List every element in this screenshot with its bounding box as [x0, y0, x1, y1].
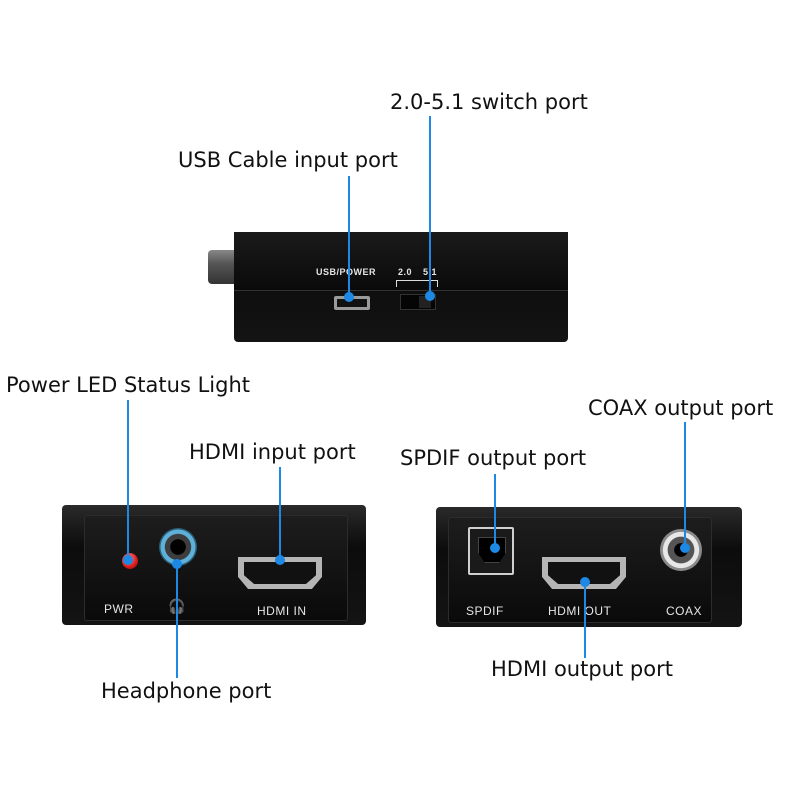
spdif-output-dot: [490, 543, 500, 553]
headphone-leader: [176, 564, 178, 678]
mode-20-label: 2.0: [398, 267, 413, 277]
usb-power-label: USB/POWER: [316, 267, 377, 277]
switch-port-callout: 2.0-5.1 switch port: [390, 90, 588, 114]
top-device-body: USB/POWER 2.0 5.1: [234, 232, 568, 342]
coax-output-callout: COAX output port: [588, 396, 774, 420]
spdif-label: SPDIF: [466, 604, 504, 618]
spdif-output-callout: SPDIF output port: [400, 446, 587, 470]
spdif-output-leader: [494, 474, 496, 548]
mini-usb-port: [334, 296, 370, 310]
front-device-body: PWR 🎧 HDMI IN: [62, 505, 366, 625]
usb-input-dot: [344, 292, 354, 302]
hdmi-output-callout: HDMI output port: [491, 657, 673, 681]
hdmi-input-callout: HDMI input port: [189, 440, 356, 464]
rca-stub: [208, 250, 238, 284]
power-led-dot: [123, 555, 133, 565]
headphone-callout: Headphone port: [101, 679, 272, 703]
pwr-label: PWR: [104, 602, 134, 616]
hdmi-input-leader: [279, 467, 281, 559]
hdmi-out-label: HDMI OUT: [548, 604, 612, 618]
hdmi-output-leader: [584, 582, 586, 658]
coax-label: COAX: [666, 604, 703, 618]
spdif-port: [468, 527, 514, 575]
mode-bracket: [396, 280, 438, 287]
top-device-face: [234, 232, 568, 291]
coax-output-dot: [680, 543, 690, 553]
back-device-body: SPDIF HDMI OUT COAX: [436, 507, 742, 627]
usb-input-callout: USB Cable input port: [178, 148, 398, 172]
coax-output-leader: [684, 422, 686, 548]
switch-port-dot: [425, 291, 435, 301]
hdmi-in-label: HDMI IN: [257, 604, 307, 618]
power-led-leader: [127, 400, 129, 560]
hdmi-input-dot: [275, 555, 285, 565]
power-led-callout: Power LED Status Light: [6, 373, 250, 397]
usb-input-leader: [348, 176, 350, 296]
switch-port-leader: [429, 116, 431, 296]
